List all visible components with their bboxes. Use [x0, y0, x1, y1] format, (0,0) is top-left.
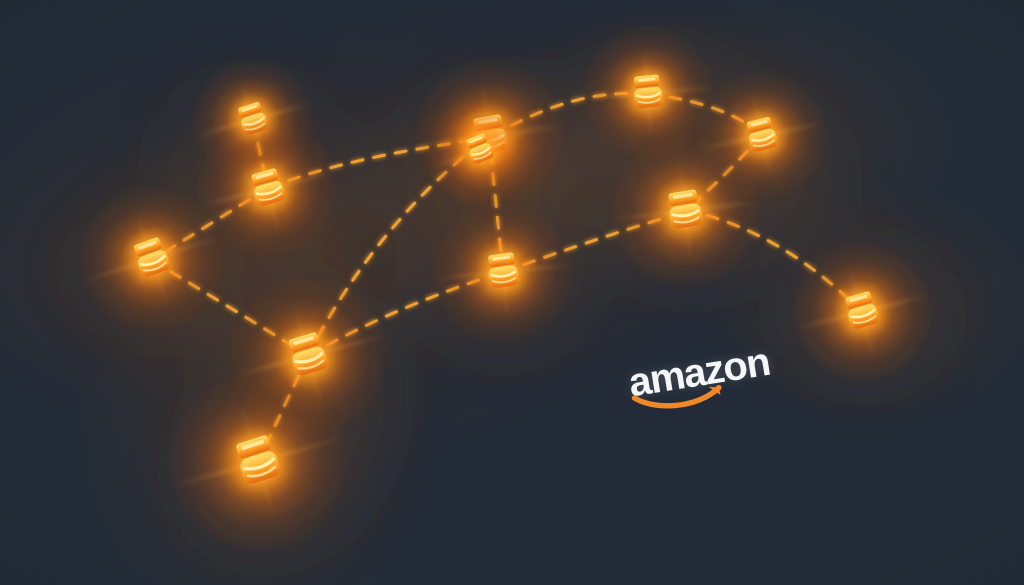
amazon-logo: amazon: [626, 340, 774, 414]
package-box-icon: [236, 435, 281, 484]
fulfillment-node[interactable]: [426, 96, 534, 204]
package-box-icon: [288, 332, 328, 376]
fulfillment-node[interactable]: [610, 136, 760, 286]
fulfillment-node[interactable]: [793, 243, 931, 381]
package-box-icon: [634, 74, 663, 108]
smile-arrow-icon: [631, 384, 722, 409]
fulfillment-node[interactable]: [434, 203, 572, 341]
package-box-icon: [466, 133, 494, 164]
package-box-icon: [668, 189, 703, 229]
amazon-smile-icon: [631, 371, 774, 413]
package-box-icon: [134, 237, 170, 277]
fulfillment-node[interactable]: [199, 120, 337, 258]
fulfillment-node[interactable]: [169, 373, 347, 551]
fulfillment-node[interactable]: [229, 277, 387, 435]
fulfillment-node[interactable]: [697, 71, 827, 201]
fulfillment-node[interactable]: [80, 187, 224, 331]
package-box-icon: [845, 291, 879, 329]
package-box-icon: [746, 117, 778, 152]
package-box-icon: [488, 252, 519, 288]
package-box-icon: [251, 168, 285, 206]
fulfillment-node[interactable]: [582, 27, 714, 159]
